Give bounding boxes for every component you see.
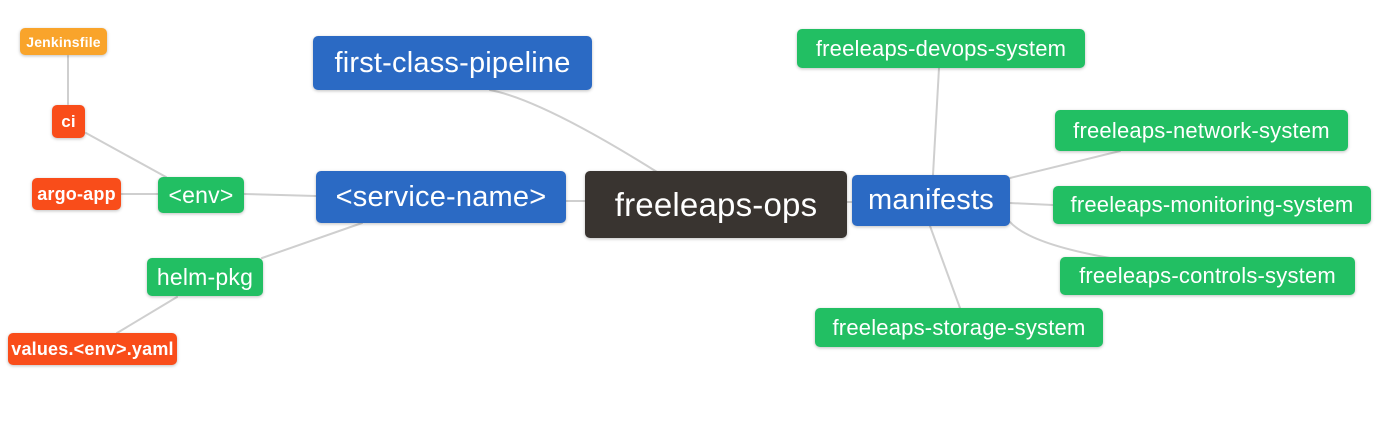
node-label: freeleaps-storage-system xyxy=(832,314,1086,340)
node-freeleaps-monitoring-system[interactable]: freeleaps-monitoring-system xyxy=(1053,186,1371,224)
edge-values-env-yaml-to-helm-pkg xyxy=(116,296,178,334)
node-label: argo-app xyxy=(37,184,116,204)
edge-helm-pkg-to-service-name xyxy=(261,222,363,259)
node-freeleaps-controls-system[interactable]: freeleaps-controls-system xyxy=(1060,257,1355,295)
node-jenkinsfile[interactable]: Jenkinsfile xyxy=(20,28,107,55)
node-freeleaps-network-system[interactable]: freeleaps-network-system xyxy=(1055,110,1348,151)
node-label: manifests xyxy=(868,184,994,216)
node-first-class-pipeline[interactable]: first-class-pipeline xyxy=(313,36,592,90)
node-label: helm-pkg xyxy=(156,263,254,290)
node-label: freeleaps-monitoring-system xyxy=(1070,192,1354,217)
edge-ci-to-env xyxy=(85,132,167,178)
node-label: <env> xyxy=(168,181,234,208)
node-service-name[interactable]: <service-name> xyxy=(316,171,566,223)
edge-env-to-service-name xyxy=(243,193,317,197)
node-label: first-class-pipeline xyxy=(334,46,571,79)
node-label: Jenkinsfile xyxy=(26,33,101,50)
edge-manifests-to-freeleaps-devops-system xyxy=(932,67,940,176)
node-ci[interactable]: ci xyxy=(52,105,85,138)
node-freeleaps-storage-system[interactable]: freeleaps-storage-system xyxy=(815,308,1103,347)
node-label: freeleaps-controls-system xyxy=(1079,263,1336,288)
edge-first-class-pipeline-to-freeleaps-ops xyxy=(489,89,658,173)
edge-manifests-to-freeleaps-storage-system xyxy=(929,225,961,309)
node-label: ci xyxy=(61,112,76,131)
node-label: values.<env>.yaml xyxy=(11,339,174,359)
node-freeleaps-ops[interactable]: freeleaps-ops xyxy=(585,171,847,238)
node-label: freeleaps-ops xyxy=(614,186,818,223)
node-freeleaps-devops-system[interactable]: freeleaps-devops-system xyxy=(797,29,1085,68)
edge-manifests-to-freeleaps-controls-system xyxy=(1009,221,1111,259)
node-helm-pkg[interactable]: helm-pkg xyxy=(147,258,263,296)
node-values-env-yaml[interactable]: values.<env>.yaml xyxy=(8,333,177,365)
node-env[interactable]: <env> xyxy=(158,177,244,213)
node-label: <service-name> xyxy=(335,180,547,213)
node-label: freeleaps-devops-system xyxy=(815,35,1067,61)
edge-manifests-to-freeleaps-network-system xyxy=(1009,150,1121,179)
edge-manifests-to-freeleaps-monitoring-system xyxy=(1009,202,1054,206)
node-label: freeleaps-network-system xyxy=(1073,117,1330,143)
node-argo-app[interactable]: argo-app xyxy=(32,178,121,210)
node-manifests[interactable]: manifests xyxy=(852,175,1010,226)
